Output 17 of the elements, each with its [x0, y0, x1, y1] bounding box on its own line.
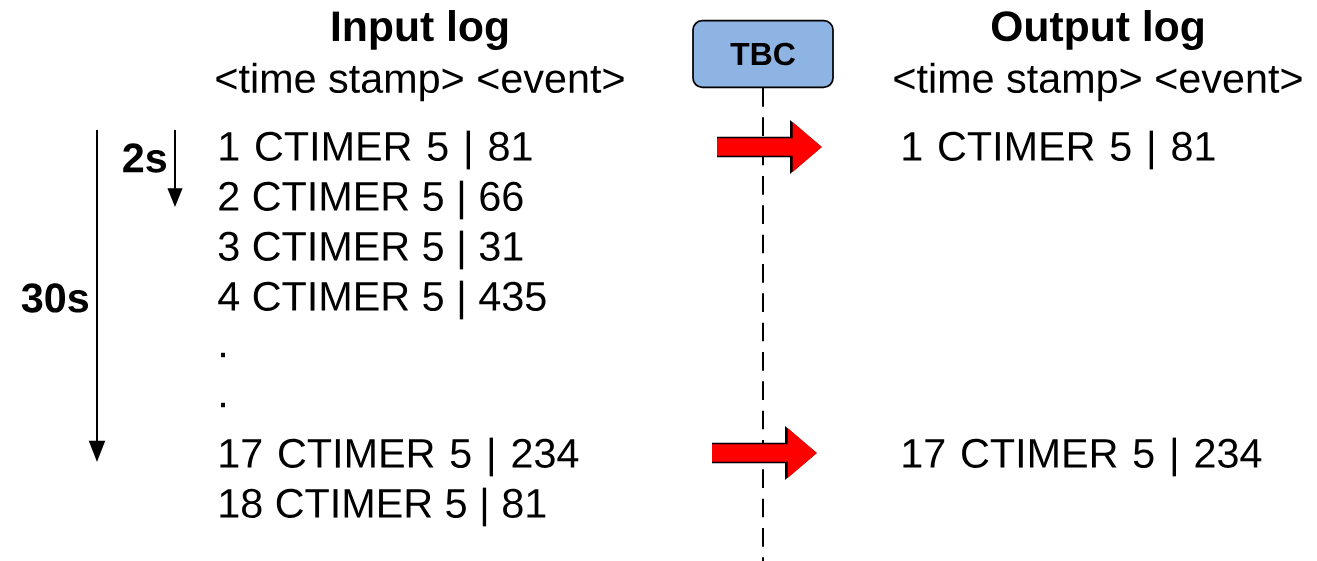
column-heading: Output log [991, 10, 1203, 50]
log-entry: 1 CTIMER 5 | 81 [903, 130, 1215, 170]
interval-label: 2s [123, 143, 167, 173]
interval-label: 30s [21, 283, 88, 313]
log-entry: 2 CTIMER 5 | 66 [219, 180, 523, 220]
log-entry: 17 CTIMER 5 | 234 [220, 437, 579, 477]
log-entry: 18 CTIMER 5 | 81 [220, 487, 546, 527]
column-heading: Input log [332, 10, 508, 50]
log-entry: 17 CTIMER 5 | 234 [903, 437, 1262, 477]
column-subheading: <time stamp> <event> [216, 62, 624, 102]
log-entry: 4 CTIMER 5 | 435 [218, 280, 546, 320]
column-subheading: <time stamp> <event> [894, 62, 1302, 102]
ellipsis-dot: . [221, 402, 225, 408]
log-entry: 3 CTIMER 5 | 31 [218, 230, 523, 270]
process-box: TBC [692, 19, 834, 89]
ellipsis-dot: . [221, 352, 225, 358]
log-entry: 1 CTIMER 5 | 81 [220, 130, 532, 170]
